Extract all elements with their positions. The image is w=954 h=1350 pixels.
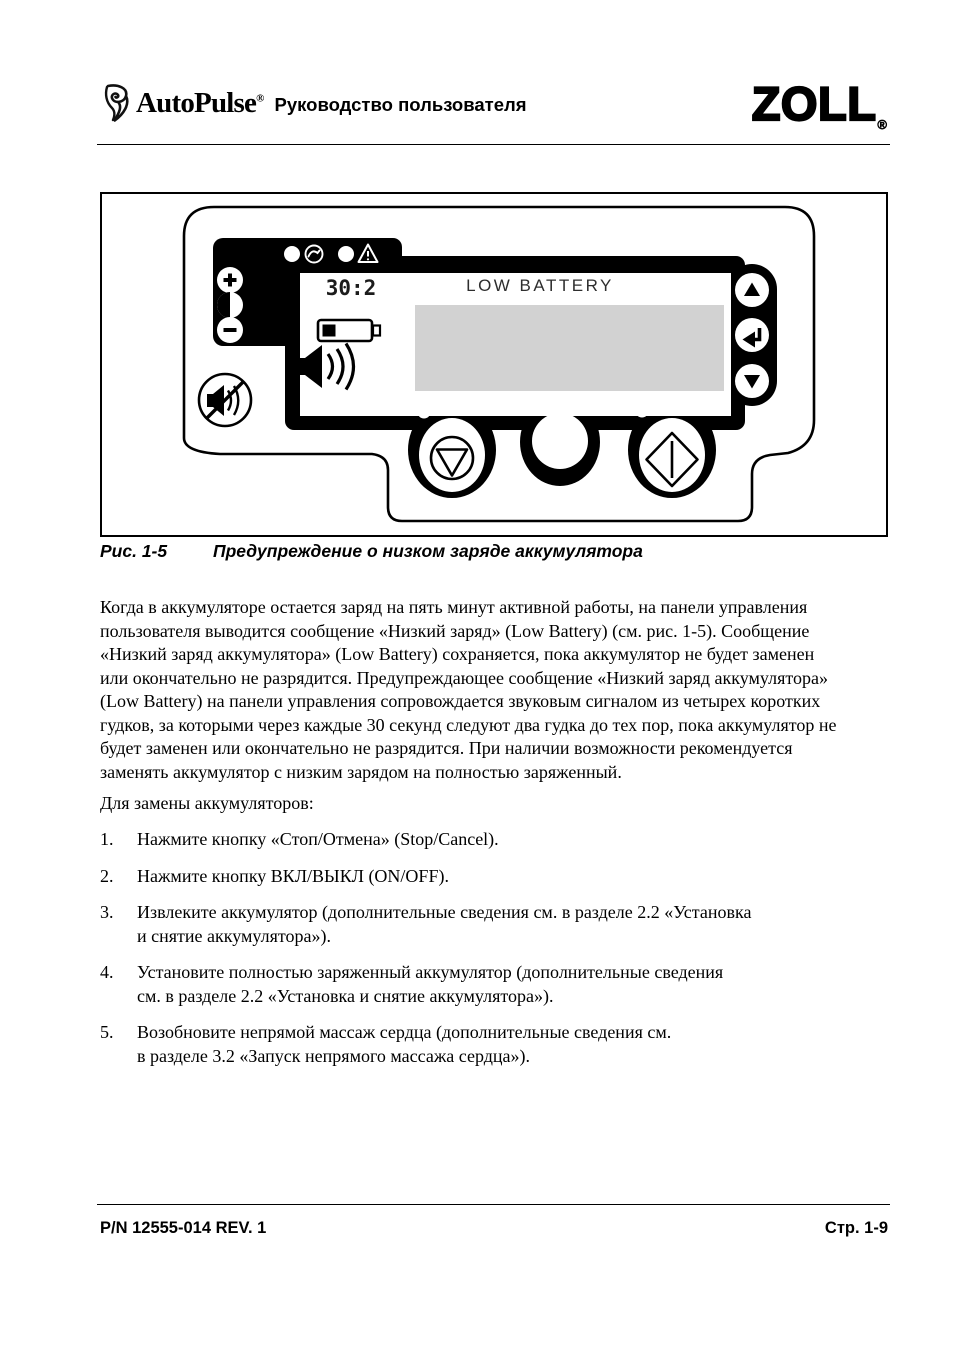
on-off-button — [532, 413, 588, 469]
warning-triangle-icon — [357, 243, 379, 263]
step-number: 4. — [100, 962, 114, 982]
decrease-button — [217, 317, 243, 343]
list-item: 1. Нажмите кнопку «Стоп/Отмена» (Stop/Ca… — [100, 828, 840, 852]
footer-rule — [97, 1204, 890, 1205]
zoll-logo: ZOLL® — [751, 76, 888, 133]
list-item: 5. Возобновите непрямой массаж сердца (д… — [100, 1021, 840, 1068]
status-message-text: LOW BATTERY — [466, 276, 614, 295]
alarm-led — [338, 246, 354, 262]
header: AutoPulse® Руководство пользователя — [104, 84, 527, 122]
control-panel-diagram: 30:2 LOW BATTERY — [100, 192, 888, 537]
step-number: 1. — [100, 829, 114, 849]
header-rule — [97, 144, 890, 145]
step-number: 2. — [100, 865, 114, 886]
list-item: 2. Нажмите кнопку ВКЛ/ВЫКЛ (ON/OFF). — [100, 865, 840, 889]
battery-replacement-steps: 1. Нажмите кнопку «Стоп/Отмена» (Stop/Ca… — [100, 828, 840, 1081]
message-area — [415, 305, 724, 391]
start-button-led — [635, 404, 649, 418]
figure-caption: Рис. 1-5 Предупреждение о низком заряде а… — [100, 541, 643, 562]
stop-cancel-button — [419, 418, 485, 492]
speaker-icon — [296, 342, 356, 391]
zoll-registered-mark: ® — [877, 117, 887, 133]
step-text: Возобновите непрямой массаж сердца (допо… — [137, 1022, 672, 1066]
battery-low-icon — [316, 318, 382, 343]
figure-caption-text: Предупреждение о низком заряде аккумулят… — [213, 541, 643, 561]
step-number: 3. — [100, 902, 114, 922]
body-paragraph-replace-intro: Для замены аккумуляторов: — [100, 793, 314, 813]
start-continue-button — [639, 418, 705, 492]
contrast-button — [217, 292, 243, 318]
stop-button-led — [417, 405, 431, 419]
mute-button — [197, 372, 253, 428]
compression-ratio-readout: 30:2 — [326, 276, 377, 300]
body-paragraph-low-battery: Когда в аккумуляторе остается заряд на п… — [100, 597, 837, 782]
list-item: 4. Установите полностью заряженный аккум… — [100, 961, 840, 1008]
ac-power-icon — [304, 244, 324, 264]
footer-page-number: Стр. 1-9 — [824, 1219, 888, 1237]
up-button — [735, 273, 769, 307]
increase-button — [217, 267, 243, 293]
step-number: 5. — [100, 1022, 114, 1042]
power-led — [284, 246, 300, 262]
step-text: Извлеките аккумулятор (дополнительные св… — [137, 902, 752, 946]
down-button — [735, 364, 769, 398]
autopulse-registered-mark: ® — [256, 91, 264, 104]
step-text: Установите полностью заряженный аккумуля… — [137, 962, 724, 1006]
step-text: Нажмите кнопку ВКЛ/ВЫКЛ (ON/OFF). — [137, 865, 449, 886]
figure-low-battery-warning: 30:2 LOW BATTERY — [100, 192, 888, 542]
enter-button — [735, 318, 769, 352]
autopulse-logo-icon — [104, 84, 129, 122]
autopulse-logo-text: AutoPulse® — [136, 86, 264, 119]
step-text: Нажмите кнопку «Стоп/Отмена» (Stop/Cance… — [137, 829, 499, 849]
figure-caption-label: Рис. 1-5 — [100, 541, 168, 561]
manual-subtitle: Руководство пользователя — [274, 94, 527, 115]
footer-part-number: P/N 12555-014 REV. 1 — [100, 1219, 267, 1237]
list-item: 3. Извлеките аккумулятор (дополнительные… — [100, 901, 840, 948]
